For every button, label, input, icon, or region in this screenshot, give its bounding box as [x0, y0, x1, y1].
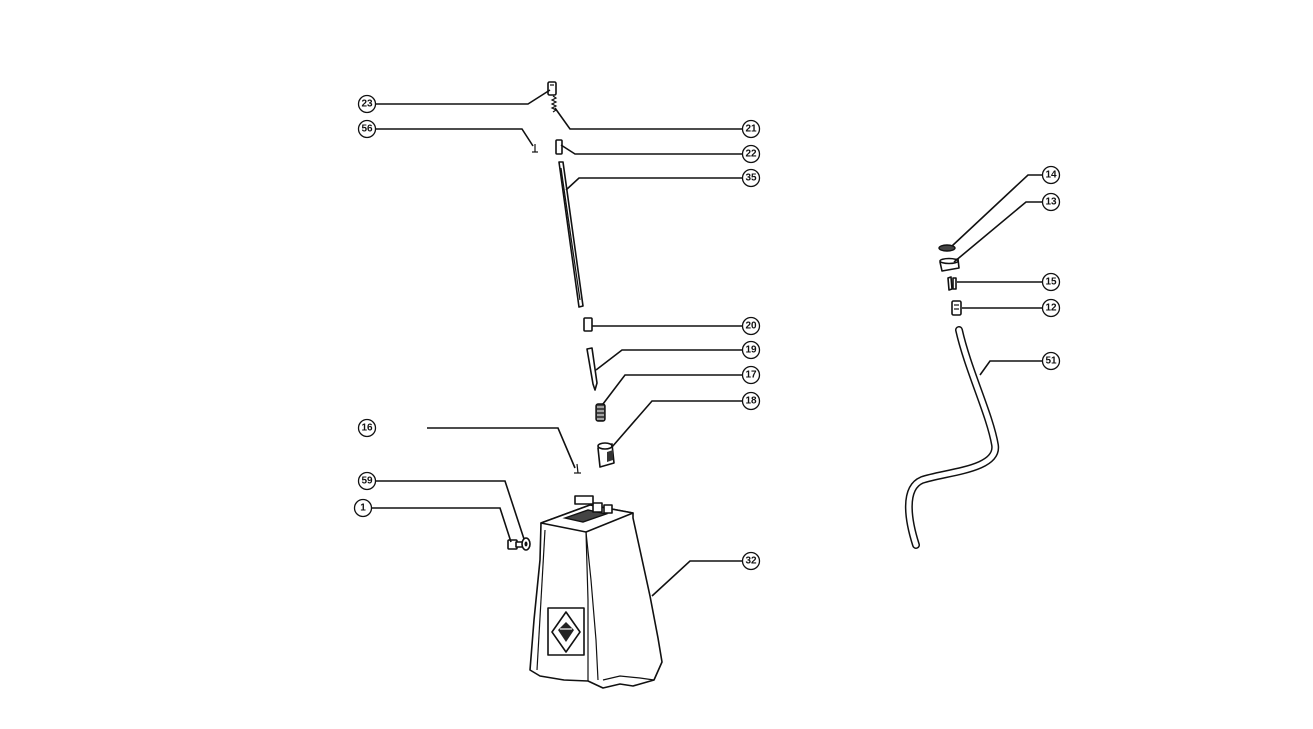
callout-19: 19	[741, 340, 761, 360]
part-20-sleeve	[583, 317, 593, 332]
part-21-spring	[550, 95, 558, 113]
svg-text:35: 35	[745, 173, 757, 184]
part-17-spring	[595, 403, 606, 422]
svg-text:32: 32	[745, 556, 757, 567]
part-22-bushing	[555, 139, 563, 155]
callout-16: 16	[357, 418, 377, 438]
svg-text:17: 17	[745, 370, 757, 381]
part-32-pedestal	[529, 495, 663, 689]
svg-text:21: 21	[745, 124, 757, 135]
callout-20: 20	[741, 316, 761, 336]
callout-59: 59	[357, 471, 377, 491]
svg-text:15: 15	[1045, 277, 1057, 288]
callout-23: 23	[357, 94, 377, 114]
callout-12: 12	[1041, 298, 1061, 318]
callout-32: 32	[741, 551, 761, 571]
svg-text:23: 23	[361, 99, 373, 110]
callout-14: 14	[1041, 165, 1061, 185]
part-15-ferrule	[947, 276, 957, 291]
callout-17: 17	[741, 365, 761, 385]
svg-text:22: 22	[745, 149, 757, 160]
part-16-pin	[574, 463, 581, 474]
svg-text:12: 12	[1045, 303, 1057, 314]
svg-text:1: 1	[360, 503, 366, 514]
part-35-rod	[558, 161, 584, 308]
callout-21: 21	[741, 119, 761, 139]
part-18-housing	[597, 442, 615, 468]
callout-35: 35	[741, 168, 761, 188]
svg-text:20: 20	[745, 321, 757, 332]
svg-text:13: 13	[1045, 197, 1057, 208]
part-19-plunger	[586, 347, 598, 391]
svg-text:16: 16	[361, 423, 373, 434]
part-23-cap	[547, 81, 557, 96]
callout-18: 18	[741, 391, 761, 411]
callout-56: 56	[357, 119, 377, 139]
svg-text:18: 18	[745, 396, 757, 407]
svg-text:59: 59	[361, 476, 373, 487]
callout-51: 51	[1041, 351, 1061, 371]
part-59-washer	[521, 537, 531, 551]
svg-text:56: 56	[361, 124, 373, 135]
svg-text:14: 14	[1045, 170, 1057, 181]
callout-22: 22	[741, 144, 761, 164]
part-56-pin	[532, 144, 538, 153]
part-12-connector	[951, 300, 962, 316]
callout-15: 15	[1041, 272, 1061, 292]
callout-1: 1	[353, 498, 373, 518]
part-51-hose	[904, 326, 1000, 549]
svg-text:51: 51	[1045, 356, 1057, 367]
part-1-bolt	[507, 539, 525, 550]
svg-text:19: 19	[745, 345, 757, 356]
part-14-oring	[938, 244, 956, 252]
callout-13: 13	[1041, 192, 1061, 212]
